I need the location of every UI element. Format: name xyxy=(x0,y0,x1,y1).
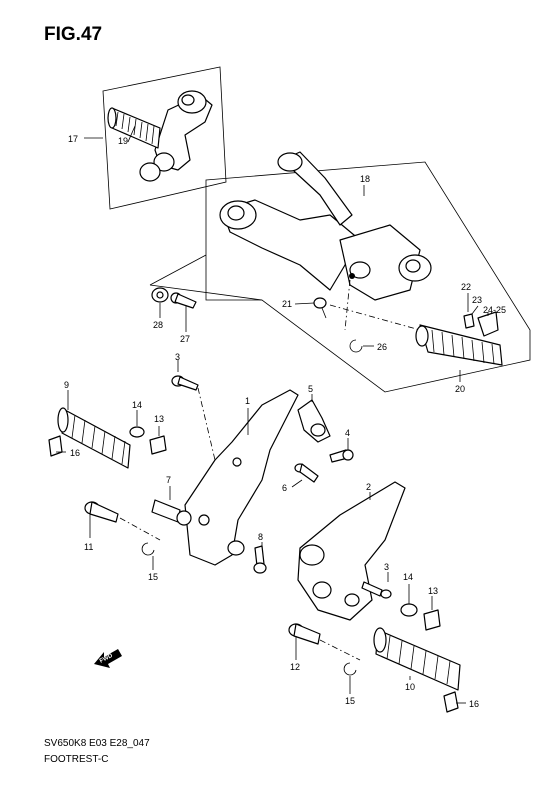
callout-6: 6 xyxy=(282,483,287,493)
callout-2: 2 xyxy=(366,482,371,492)
diagram-name: FOOTREST-C xyxy=(44,754,109,765)
washer-and-bolt-27-28 xyxy=(151,287,197,309)
callout-3-right: 3 xyxy=(384,562,389,572)
footrest-assy-illustration xyxy=(107,90,213,182)
callout-14-right: 14 xyxy=(403,572,413,582)
callout-12: 12 xyxy=(290,662,300,672)
callout-24-25: 24-25 xyxy=(483,305,506,315)
callout-14-left: 14 xyxy=(132,400,142,410)
callout-28: 28 xyxy=(153,320,163,330)
diagram-code: SV650K8 E03 E28_047 xyxy=(44,738,150,749)
callout-15-right: 15 xyxy=(345,696,355,706)
callout-3-left: 3 xyxy=(175,352,180,362)
callout-23: 23 xyxy=(472,295,482,305)
callout-16-left: 16 xyxy=(70,448,80,458)
callout-10: 10 xyxy=(405,682,415,692)
callout-19: 19 xyxy=(118,136,128,146)
callout-20: 20 xyxy=(455,384,465,394)
callout-labels: 17 19 18 21 22 23 24-25 26 20 28 27 3 9 … xyxy=(64,134,506,709)
callout-13-right: 13 xyxy=(428,586,438,596)
callout-18: 18 xyxy=(360,174,370,184)
callout-13-left: 13 xyxy=(154,414,164,424)
callout-8: 8 xyxy=(258,532,263,542)
left-bracket-illustration xyxy=(48,375,354,574)
leader-lines xyxy=(56,125,489,704)
callout-9: 9 xyxy=(64,380,69,390)
callout-27: 27 xyxy=(180,334,190,344)
callout-26: 26 xyxy=(377,342,387,352)
callout-7: 7 xyxy=(166,475,171,485)
callout-15-left: 15 xyxy=(148,572,158,582)
callout-22: 22 xyxy=(461,282,471,292)
callout-4: 4 xyxy=(345,428,350,438)
callout-17: 17 xyxy=(68,134,78,144)
inset-box-footrest-assy xyxy=(84,66,227,210)
inset-box-bracket-assy xyxy=(149,161,531,393)
callout-21: 21 xyxy=(282,299,292,309)
fwd-arrow-icon: FWD xyxy=(94,649,122,668)
right-bracket-illustration xyxy=(288,481,461,713)
callout-16-right: 16 xyxy=(469,699,479,709)
bracket-assy-illustration xyxy=(219,151,503,366)
callout-1: 1 xyxy=(245,396,250,406)
callout-5: 5 xyxy=(308,384,313,394)
figure-title: FIG.47 xyxy=(44,24,103,45)
callout-11: 11 xyxy=(84,542,93,552)
